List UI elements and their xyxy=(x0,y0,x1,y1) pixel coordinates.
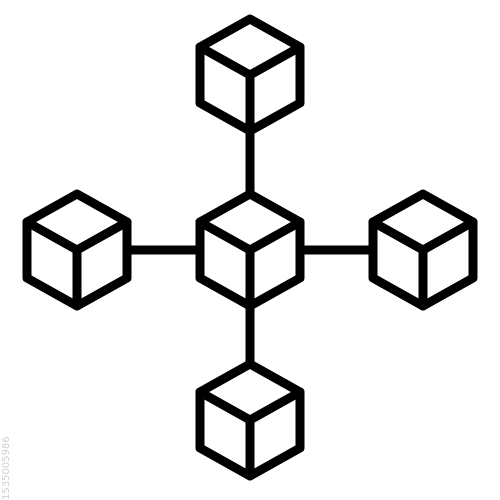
cube-top-icon xyxy=(195,14,305,136)
cube-center-icon xyxy=(195,189,305,311)
watermark-image-id: 1535005986 xyxy=(1,436,12,500)
cube-bottom-icon-edges xyxy=(195,387,305,481)
cube-center-icon-edges xyxy=(195,217,305,311)
cube-left-icon-edges xyxy=(22,217,132,311)
cube-right-icon-edges xyxy=(368,217,478,311)
cube-right-icon xyxy=(368,189,478,311)
cube-left-icon xyxy=(22,189,132,311)
cube-group xyxy=(22,14,478,481)
cube-bottom-icon xyxy=(195,359,305,481)
connector-lines xyxy=(122,126,378,369)
cube-top-icon-edges xyxy=(195,42,305,136)
